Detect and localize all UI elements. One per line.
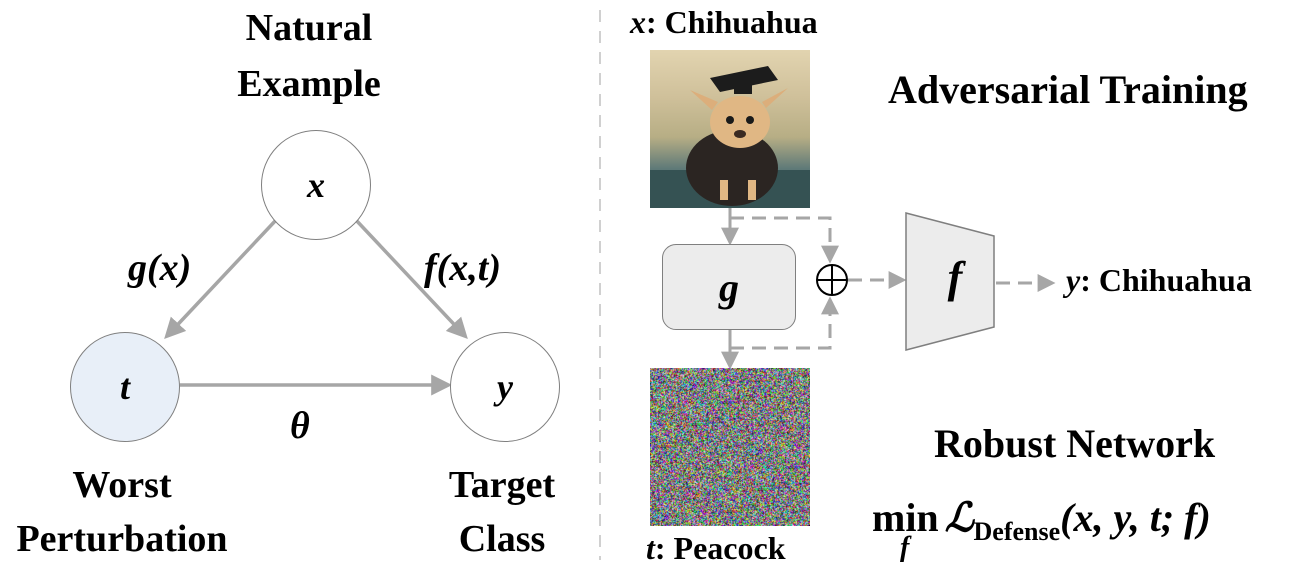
edge-x-to-y	[353, 217, 468, 340]
output-label: y: Chihuahua	[1066, 262, 1252, 298]
noise-canvas	[650, 368, 810, 526]
chihuahua-photo	[650, 50, 810, 208]
target-class-label: Target Class	[448, 464, 556, 560]
node-t: t	[70, 332, 180, 442]
dash-photo-to-sum	[730, 216, 839, 264]
node-x: x	[261, 130, 371, 240]
node-y: y	[450, 332, 560, 442]
edge-label-theta: θ	[290, 405, 310, 447]
defense-objective: min f ℒDefense(x, y, t; f)	[872, 495, 1211, 563]
input-label: x: Chihuahua	[630, 4, 818, 40]
dog-icon	[650, 66, 810, 208]
classifier-trapezoid	[905, 212, 995, 351]
robust-network-title: Robust Network	[934, 421, 1216, 466]
perturbation-label: t: Peacock	[646, 530, 786, 566]
worst-perturbation-label: Worst Perturbation	[16, 464, 228, 560]
edge-label-f: f(x,t)	[424, 247, 502, 289]
edge-label-g: g(x)	[128, 247, 192, 289]
perturbation-noise-image	[650, 368, 810, 526]
dash-noise-to-sum	[730, 296, 839, 350]
generator-box: g	[662, 244, 796, 330]
adversarial-training-title: Adversarial Training	[888, 67, 1248, 112]
natural-example-label: Natural Example	[237, 7, 381, 105]
classifier-label: f	[947, 253, 963, 302]
edge-x-to-t	[164, 217, 279, 340]
